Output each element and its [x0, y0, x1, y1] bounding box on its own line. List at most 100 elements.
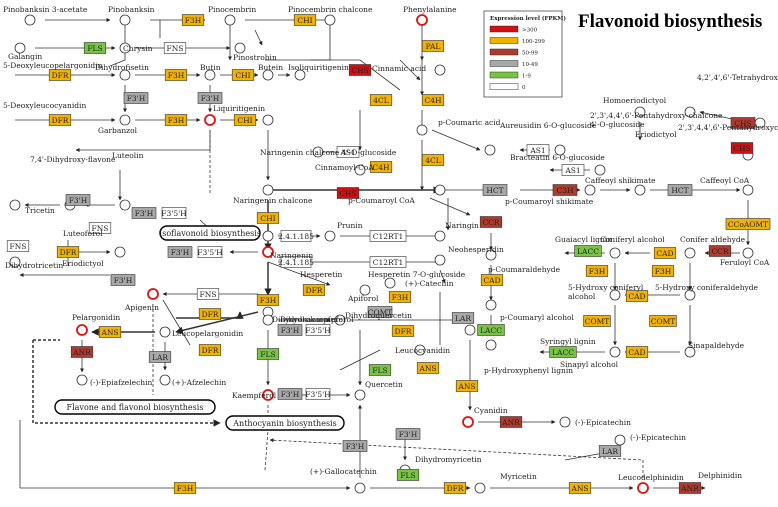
- compound-node: [119, 199, 131, 211]
- compound-label-apigenin: Apigenin: [124, 303, 159, 312]
- enzyme-box-comt: [367, 306, 393, 318]
- compound-node: [354, 389, 366, 401]
- enzyme-box-f3-h: [123, 92, 149, 104]
- compound-label-catechin: (+)-Catechin: [405, 279, 454, 288]
- enzyme-box-dfr: [391, 325, 415, 337]
- compound-label-5-deoxyleucopelargonidin: 5-Deoxyleucopelargonidin: [3, 61, 103, 70]
- compound-label-naringenin-chalcone: Naringenin chalcone: [233, 196, 313, 205]
- pathway-arrow: [265, 19, 331, 61]
- enzyme-label-f3h: F3H: [177, 484, 194, 493]
- subpathway-anthocyanin-biosynthesis[interactable]: [225, 415, 345, 431]
- compound-label-conifer-aldehyde: Conifer aldehyde: [680, 235, 746, 244]
- enzyme-label-ccr: CCR: [711, 247, 728, 256]
- compound-node: [9, 199, 21, 211]
- enzyme-box-4cl: [421, 154, 445, 166]
- compound-node: [462, 416, 474, 428]
- pathway-arrow: [254, 29, 263, 46]
- enzyme-label-dfr: DFR: [202, 346, 219, 355]
- enzyme-box-f3-h: [110, 274, 136, 286]
- compound-node: [416, 14, 428, 26]
- compound-node: [559, 416, 571, 428]
- enzyme-label-ccoaomt: CCoAOMT: [728, 220, 768, 229]
- compound-node: [609, 346, 621, 358]
- compound-node: [294, 69, 306, 81]
- enzyme-box-ccr: [479, 216, 503, 228]
- compound-label-4-2-4-6-tetrahydroxy-3-methoxychalcone: 4,2',4',6'-Tetrahydroxy-3'methoxychalcon…: [697, 73, 778, 82]
- enzyme-box-f3-h: [342, 440, 368, 452]
- enzyme-label-dfr: DFR: [60, 248, 77, 257]
- compound-label-gallocatechin: (+)-Gallocatechin: [310, 467, 377, 476]
- enzyme-box-fls: [396, 469, 420, 481]
- compound-label-myricetin: Myricetin: [500, 472, 537, 481]
- compound-label-bracteatin-6-o-glucoside: Bracteatin 6-O-glucoside: [510, 153, 605, 162]
- enzyme-box-dfr: [198, 344, 222, 356]
- enzyme-label-fns: FNS: [200, 290, 217, 299]
- enzyme-label-c3h: C3H: [556, 186, 574, 195]
- enzyme-label-chi: CHI: [237, 116, 252, 125]
- legend-swatch: [489, 71, 519, 79]
- compound-label-eriodictyol: Eriodictyol: [635, 130, 677, 139]
- compound-node: [594, 164, 606, 176]
- compound-node: [484, 144, 496, 156]
- enzyme-box-f3h: [164, 114, 188, 126]
- compound-label-naringenin-chalcone-4-o-glucoside: Naringenin chalcone 4'-O-glucoside: [260, 148, 397, 157]
- subpathway-isoflavonoid-biosynthesis[interactable]: [159, 225, 261, 241]
- compound-label-pinocembrin-chalcone: Pinocembrin chalcone: [288, 5, 373, 14]
- enzyme-box-lar: [598, 445, 622, 457]
- pathway-arrow: [175, 311, 259, 335]
- subpathway-flavone-and-flavonol-biosynthesis[interactable]: [54, 399, 216, 415]
- enzyme-label-fns: FNS: [92, 224, 109, 233]
- enzyme-box-f3h: [388, 291, 412, 303]
- enzyme-label-as1: AS1: [564, 166, 580, 175]
- enzyme-box-lacc: [574, 245, 602, 257]
- compound-node: [485, 249, 497, 261]
- enzyme-box-fns: [163, 42, 187, 54]
- enzyme-box-chi: [231, 69, 255, 81]
- enzyme-label-chi: CHI: [260, 214, 275, 223]
- enzyme-box-as1: [561, 164, 585, 176]
- enzyme-label-dfr: DFR: [306, 286, 323, 295]
- enzyme-label-dfr: DFR: [447, 484, 464, 493]
- enzyme-box-f3-h: [131, 207, 157, 219]
- enzyme-box-chs: [730, 117, 756, 129]
- enzyme-box-c3h: [552, 184, 578, 196]
- enzyme-label-as1: AS1: [339, 148, 355, 157]
- enzyme-label-lacc: LACC: [552, 348, 574, 357]
- pathway-arrow: [399, 59, 421, 81]
- compound-label-p-coumaraldehyde: p-Coumaraldehyde: [488, 265, 561, 274]
- compound-node: [609, 247, 621, 259]
- enzyme-label-dfr: DFR: [395, 327, 412, 336]
- enzyme-label-cad: CAD: [628, 348, 645, 357]
- compound-node: [324, 14, 336, 26]
- compound-label-kaempferol: Kaempferol: [232, 391, 277, 400]
- enzyme-label-hct: HCT: [671, 186, 688, 195]
- enzyme-label-f3-5-h: F3'5'H: [305, 390, 331, 399]
- compound-label-sinapyl-alcohol: Sinapyl alcohol: [560, 360, 619, 369]
- enzyme-label-dfr: DFR: [52, 71, 69, 80]
- enzyme-label-ans: ANS: [100, 328, 118, 337]
- enzyme-box-c4h: [421, 94, 445, 106]
- enzyme-box-ccr: [708, 245, 732, 257]
- compound-label-eriodictyol: Eriodictyol: [62, 259, 104, 268]
- enzyme-box-ans: [98, 326, 122, 338]
- pathway-arrow: [310, 59, 401, 91]
- enzyme-label-chs: CHS: [351, 66, 368, 75]
- compound-node: [434, 254, 446, 266]
- compound-label-afzelechin: (+)-Afzelechin: [172, 378, 226, 387]
- compound-label-pinocembrin: Pinocembrin: [208, 5, 256, 14]
- compound-node: [119, 114, 131, 126]
- enzyme-label-lar: LAR: [455, 314, 471, 323]
- compound-label-hesperetin: Hesperetin: [300, 270, 343, 279]
- pathway-arrow: [109, 20, 126, 67]
- enzyme-label-lacc: LACC: [577, 247, 599, 256]
- compound-node: [224, 14, 236, 26]
- enzyme-box-f3-5-h: [305, 324, 331, 336]
- legend-label: 1-9: [522, 74, 531, 80]
- compound-node: [684, 346, 696, 358]
- enzyme-box-cad: [480, 274, 504, 286]
- pathway-arrow: [269, 438, 644, 478]
- compound-label-syringyl-lignin: Syringyl lignin: [540, 337, 596, 346]
- compound-label-pinobanksin-3-acetate: Pinobanksin 3-acetate: [3, 5, 88, 14]
- enzyme-label-fns: FNS: [10, 242, 27, 251]
- legend-swatch: [489, 60, 519, 67]
